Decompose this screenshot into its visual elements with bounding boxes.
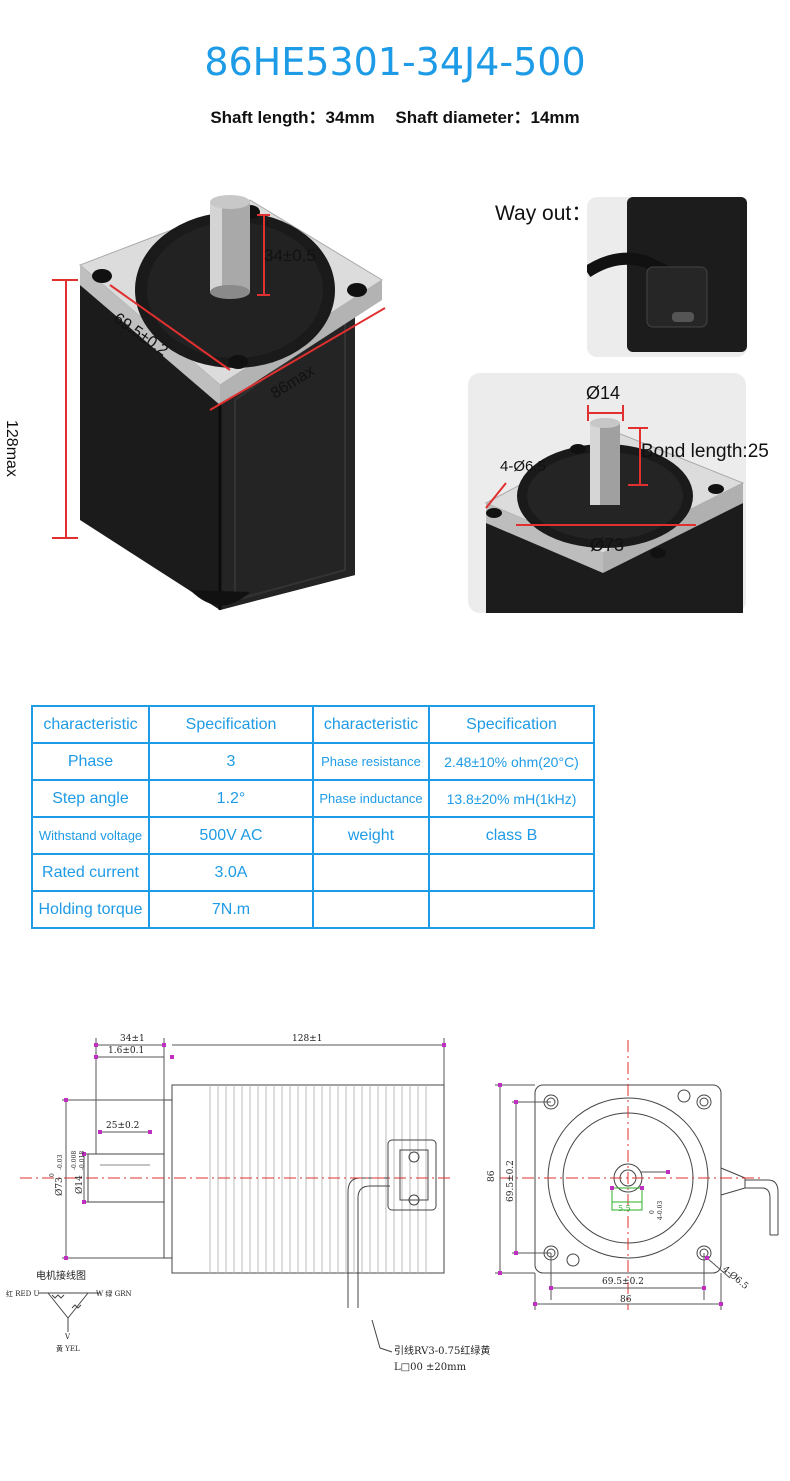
table-cell: Specification	[148, 705, 314, 744]
product-model-title: 86HE5301-34J4-500	[204, 40, 586, 84]
front-view	[534, 1084, 779, 1274]
shaft-diameter-dim-label: Ø14	[586, 383, 621, 403]
table-cell: Step angle	[31, 779, 150, 818]
shaft-specs-subtitle: Shaft length：34mm Shaft diameter：14mm	[0, 103, 790, 128]
table-cell	[312, 853, 430, 892]
wire-yellow-label: 黄 YEL	[56, 1344, 80, 1353]
table-cell: characteristic	[312, 705, 430, 744]
front-dim-holes: 4-Ø6.5	[720, 1264, 751, 1292]
wiring-diagram-title: 电机接线图	[36, 1269, 86, 1282]
shaft-length-dim-label: 34±0.5	[264, 246, 316, 265]
front-dim-side: 86	[487, 1170, 497, 1182]
table-cell: Rated current	[31, 853, 150, 892]
lead-spec-label: 引线RV3-0.75红绿黄	[394, 1344, 490, 1357]
front-dim-flat: 5.5	[618, 1204, 631, 1213]
table-row: Phase 3 Phase resistance 2.48±10% ohm(20…	[31, 742, 595, 781]
table-cell: 13.8±20% mH(1kHz)	[428, 779, 595, 818]
table-row: Holding torque 7N.m	[31, 890, 595, 929]
table-row: characteristic Specification characteris…	[31, 705, 595, 744]
cable-exit-photo	[587, 197, 747, 357]
front-dim-hole-vertical: 69.5±0.2	[506, 1160, 516, 1202]
table-cell: 2.48±10% ohm(20°C)	[428, 742, 595, 781]
table-cell: 3.0A	[148, 853, 314, 892]
shaft-diameter-text: Shaft diameter：14mm	[395, 108, 580, 127]
table-cell: class B	[428, 816, 595, 855]
table-cell: weight	[312, 816, 430, 855]
table-cell	[428, 890, 595, 929]
front-dim-flat-tol-hi: 0	[649, 1210, 656, 1214]
front-dim-flat-tol-lo: 4-0.03	[657, 1201, 664, 1220]
lead-length-label: L□00 ±20mm	[394, 1362, 467, 1373]
motor-detail-photo	[468, 373, 746, 613]
wire-red-label: 红 RED U	[6, 1289, 39, 1298]
table-row: Withstand voltage 500V AC weight class B	[31, 816, 595, 855]
technical-drawing: 34±1 128±1 1.6±0.1 25±0.2 Ø14 -0.008 -0.…	[6, 1034, 779, 1373]
table-cell: 3	[148, 742, 314, 781]
specification-table: characteristic Specification characteris…	[31, 705, 595, 929]
table-cell: 1.2°	[148, 779, 314, 818]
dim-flange-tol-lo: -0.03	[57, 1154, 64, 1170]
motor-main-photo	[52, 195, 386, 610]
flange-diameter-label: Ø73	[590, 535, 625, 555]
front-dim-bottom: 86	[620, 1295, 632, 1305]
dim-shaft-diameter: Ø14	[74, 1175, 85, 1194]
table-cell: Phase	[31, 742, 150, 781]
table-cell: characteristic	[31, 705, 150, 744]
mounting-holes-label: 4-Ø6.5	[500, 458, 546, 475]
dim-body-length: 128±1	[292, 1034, 322, 1044]
height-dim-label: 128max	[3, 420, 20, 477]
dim-key-length: 25±0.2	[106, 1121, 139, 1131]
dim-boss: 1.6±0.1	[108, 1046, 144, 1056]
table-row: Rated current 3.0A	[31, 853, 595, 892]
table-cell: 7N.m	[148, 890, 314, 929]
dim-shaft-tol-lo: -0.018	[79, 1151, 86, 1170]
table-cell: 500V AC	[148, 816, 314, 855]
table-row: Step angle 1.2° Phase inductance 13.8±20…	[31, 779, 595, 818]
dim-shaft-tol-hi: -0.008	[71, 1151, 78, 1170]
table-cell: Withstand voltage	[31, 816, 150, 855]
shaft-length-text: Shaft length：34mm	[210, 108, 375, 127]
wire-v-label: V	[64, 1333, 71, 1341]
table-cell	[428, 853, 595, 892]
table-cell: Specification	[428, 705, 595, 744]
bond-length-label: Bond length:25	[641, 441, 769, 462]
wiring-diagram	[38, 1292, 100, 1332]
wire-green-label: W 绿 GRN	[96, 1289, 132, 1298]
table-cell: Holding torque	[31, 890, 150, 929]
way-out-label: Way out：	[495, 202, 593, 225]
dim-flange-tol-hi: 0	[49, 1173, 56, 1177]
dim-flange-diameter: Ø73	[54, 1177, 65, 1196]
dim-shaft-length: 34±1	[120, 1034, 145, 1044]
table-cell	[312, 890, 430, 929]
table-cell: Phase inductance	[312, 779, 430, 818]
front-dim-hole-horizontal: 69.5±0.2	[602, 1277, 644, 1287]
table-cell: Phase resistance	[312, 742, 430, 781]
side-view	[87, 1084, 445, 1308]
